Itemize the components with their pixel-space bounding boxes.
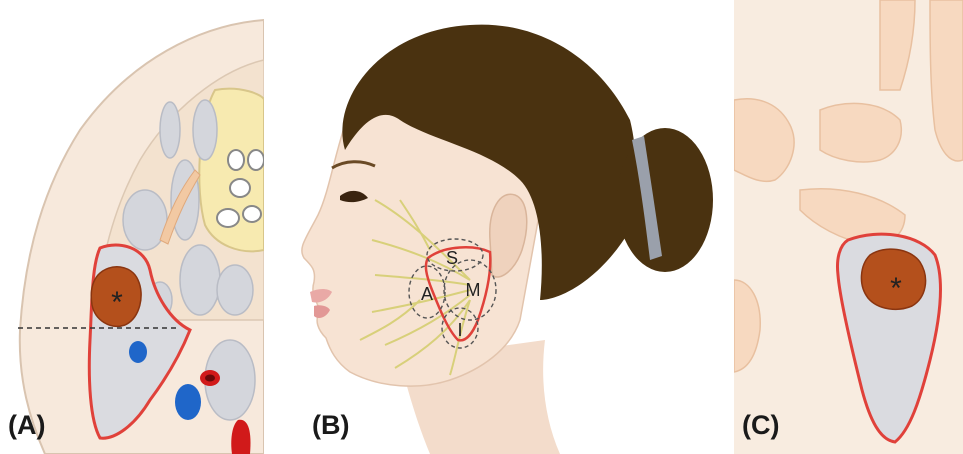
artery-icon [205, 375, 215, 382]
region-label-middle: M [466, 280, 481, 300]
region-label-inferior: I [457, 320, 462, 340]
region-label-superficial: S [446, 248, 458, 268]
panel-c-coronal-section: * [734, 0, 963, 454]
coronal-section-illustration: * [734, 0, 963, 454]
axial-section-illustration: * [0, 0, 264, 454]
vein-icon [129, 341, 147, 363]
panel-label-a: (A) [8, 410, 45, 441]
hair-bun [617, 128, 713, 272]
tumor-asterisk: * [111, 286, 123, 319]
panel-a-axial-section: * [0, 0, 264, 454]
region-label-anterior: A [421, 284, 433, 304]
panel-label-c: (C) [742, 410, 779, 441]
lateral-face-illustration: S A M I [264, 0, 734, 454]
panel-label-b: (B) [312, 410, 349, 441]
tumor-asterisk: * [890, 272, 902, 305]
panel-b-lateral-face: S A M I [264, 0, 734, 454]
vein-icon [175, 384, 201, 420]
